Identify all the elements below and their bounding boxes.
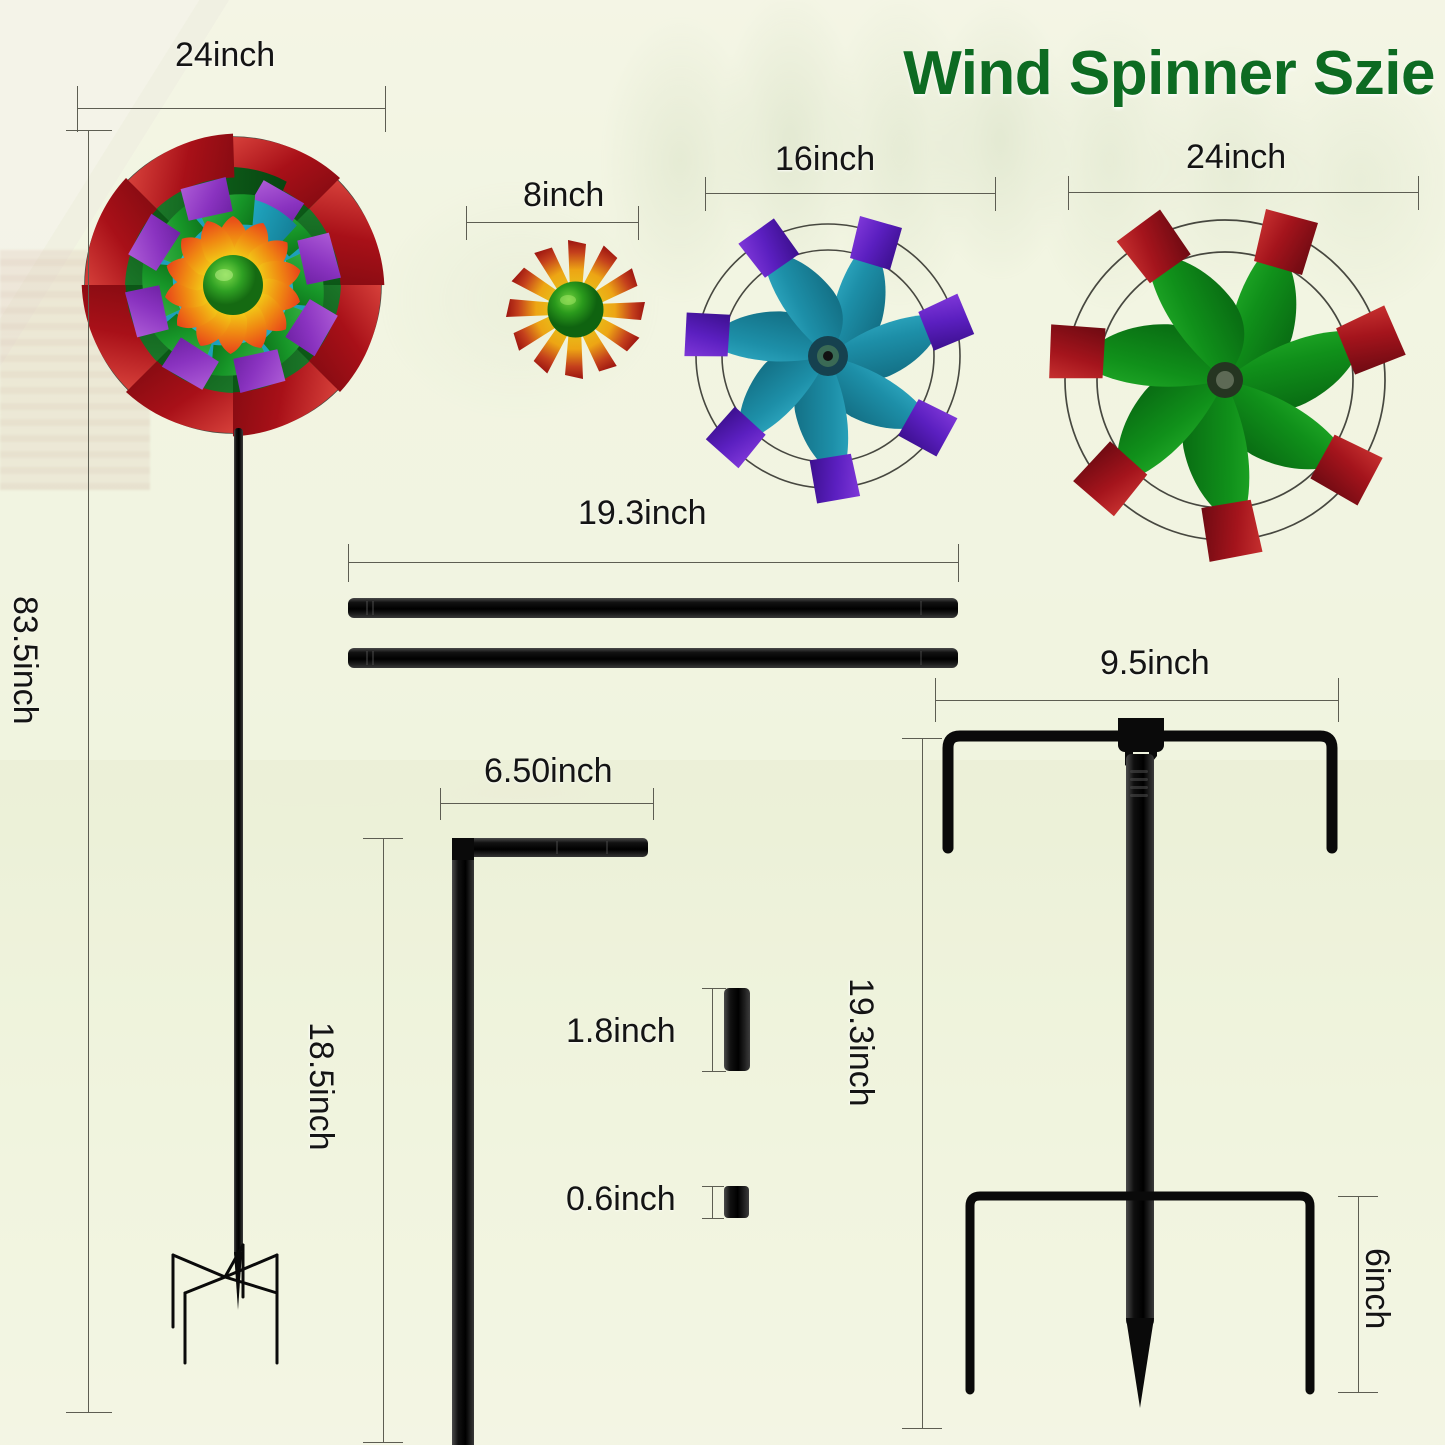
dim-line-pole-length (348, 562, 958, 563)
dim-label-small-width: 8inch (523, 176, 605, 214)
pole-segment-2-groove-b (372, 651, 374, 665)
pole-segment-2 (348, 648, 958, 668)
dim-line-bracket-leg (383, 838, 384, 1442)
dim-tick-leg-top (363, 838, 403, 839)
dim-label-stake-crossbar: 9.5inch (1100, 644, 1210, 682)
dim-label-green-width: 24inch (1186, 138, 1287, 176)
stake-top-collar (1118, 718, 1164, 752)
stake-tip (1126, 1318, 1154, 1408)
dim-line-stake-height (922, 738, 923, 1428)
dim-tick-small-left (466, 206, 467, 240)
dim-line-main-width (77, 108, 385, 109)
dim-tick-arm-left (440, 788, 441, 820)
dim-tick-stake-top (902, 738, 942, 739)
pole-segment-1-groove-b (372, 601, 374, 615)
stake-shaft (1126, 754, 1154, 1326)
dim-label-blue-width: 16inch (775, 140, 876, 178)
pole-segment-2-groove-a (366, 651, 368, 665)
dim-tick-conn-long-bottom (702, 1071, 726, 1072)
main-spinner-pole (234, 428, 243, 1258)
pole-segment-2-groove-c (920, 651, 922, 665)
dim-tick-crossbar-right (1338, 678, 1339, 722)
blue-teal-spinner (668, 196, 988, 516)
dim-line-connector-short (712, 1186, 713, 1218)
dim-tick-leg6-bottom (1338, 1392, 1378, 1393)
dim-label-total-height: 83.5inch (6, 596, 44, 725)
dim-line-bracket-arm (440, 803, 653, 804)
dim-line-total-height (88, 130, 89, 1412)
dim-label-bracket-leg: 18.5inch (302, 1022, 340, 1151)
dim-tick-conn-long-top (702, 988, 726, 989)
dim-label-bracket-arm: 6.50inch (484, 752, 613, 790)
dim-line-small-width (466, 222, 638, 223)
dim-label-connector-long: 1.8inch (566, 1012, 676, 1050)
dim-tick-blue-right (995, 177, 996, 211)
spinner-hub (203, 255, 263, 315)
dim-tick-stake-bottom (902, 1428, 942, 1429)
dim-label-stake-leg: 6inch (1358, 1248, 1396, 1330)
pole-segment-1-groove-c (920, 601, 922, 615)
dim-tick-small-right (638, 206, 639, 240)
dim-tick-leg-bottom (363, 1442, 403, 1443)
dim-tick-right (385, 86, 386, 132)
stake-ground-legs (965, 1191, 1315, 1395)
dim-tick-arm-right (653, 788, 654, 820)
dim-tick-pole-right (958, 544, 959, 582)
dim-tick-conn-short-bottom (702, 1218, 724, 1219)
dim-tick-blue-left (705, 177, 706, 211)
dim-label-main-width: 24inch (175, 36, 276, 74)
dim-line-green-width (1068, 192, 1418, 193)
main-rainbow-spinner (58, 110, 408, 460)
dim-tick-green-left (1068, 176, 1069, 210)
dim-line-blue-width (705, 193, 995, 194)
dim-line-stake-crossbar (935, 700, 1338, 701)
pole-segment-1 (348, 598, 958, 618)
connector-sleeve-short (724, 1186, 749, 1218)
dim-tick-bottom (66, 1412, 112, 1413)
dim-line-connector-long (712, 988, 713, 1071)
pole-segment-1-groove-a (366, 601, 368, 615)
dim-tick-pole-left (348, 544, 349, 582)
dim-tick-conn-short-top (702, 1186, 724, 1187)
dim-tick-leg6-top (1338, 1196, 1378, 1197)
dim-tick-green-right (1418, 176, 1419, 210)
dim-label-stake-height: 19.3inch (842, 978, 880, 1107)
dim-label-connector-short: 0.6inch (566, 1180, 676, 1218)
dim-tick-top (66, 130, 112, 131)
page-title: Wind Spinner Szie (903, 39, 1435, 108)
green-red-spinner (1030, 185, 1420, 575)
connector-sleeve-long (724, 988, 750, 1071)
dim-line-stake-leg (1358, 1196, 1359, 1392)
dim-label-pole-length: 19.3inch (578, 494, 707, 532)
small-sunflower-spinner (498, 232, 653, 387)
dim-tick-left (77, 86, 78, 132)
dim-tick-crossbar-left (935, 678, 936, 722)
